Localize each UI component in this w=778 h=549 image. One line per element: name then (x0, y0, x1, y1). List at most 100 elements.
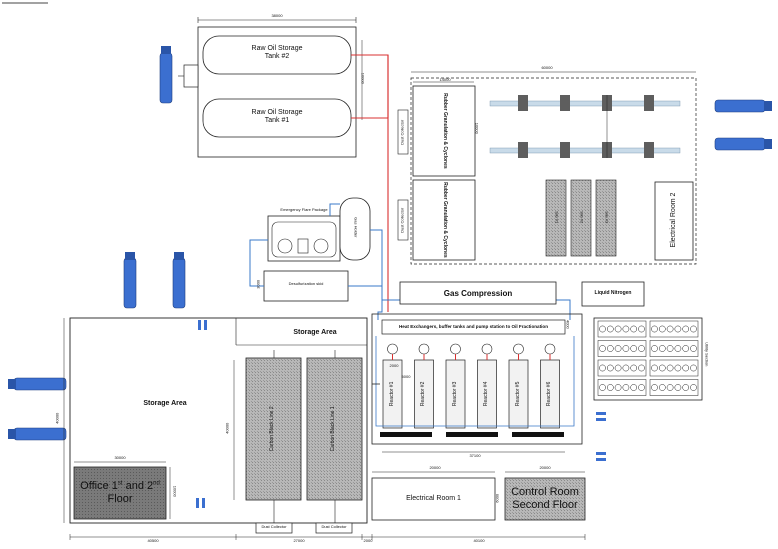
carbon-black-2-label: Carbon Black Line 2 (269, 406, 276, 452)
utility-tank-icon (651, 364, 658, 372)
reactor-label: Reactor #6 (546, 381, 553, 407)
office-line2: Floor (107, 492, 133, 505)
electrical-room-2-label: Electrical Room 2 (669, 192, 677, 248)
utility-tank-icon (690, 384, 697, 391)
dim-carbon-side: 40000 (224, 422, 230, 434)
bottom-dimension (69, 534, 586, 540)
utility-tank-icon (606, 345, 614, 352)
utility-tank-icon (599, 364, 606, 372)
rubber-granulation-1-label: Rubber Granulation & Cyclones (441, 93, 448, 169)
reactor-burner-icon (450, 343, 461, 355)
utility-block (649, 359, 699, 377)
dim-proc-top: 60000 (541, 65, 553, 70)
dim-top: 38000 (271, 13, 283, 18)
utility-block (597, 359, 647, 377)
silos (545, 179, 617, 257)
desulfurization-skid[interactable] (263, 270, 349, 302)
dim-desulf-side: 3000 (255, 279, 261, 289)
reactor-burner-icon (544, 343, 556, 355)
reactor-label: Reactor #1 (388, 381, 395, 407)
reactor-label: Reactor #5 (514, 381, 521, 407)
utility-tank-icon (666, 364, 674, 372)
carbon-black-line-2[interactable] (245, 357, 302, 501)
gas-holder[interactable] (339, 197, 371, 261)
utility-tank-icon (622, 345, 630, 352)
heat-exchangers[interactable] (381, 319, 566, 335)
storage-area-top-label: Storage Area (293, 329, 337, 336)
electrical-room-2[interactable] (654, 181, 694, 261)
tanker-truck-icon (159, 46, 173, 104)
reactor-label: Reactor #3 (451, 381, 458, 407)
utility-tank-icon (638, 325, 645, 333)
utility-tank-icon (614, 345, 622, 352)
storage-building (69, 317, 368, 524)
utility-tank-icon (622, 384, 630, 391)
truck-left-top-2 (172, 252, 186, 309)
liquid-nitrogen[interactable] (581, 281, 645, 307)
reactor-bases (380, 432, 564, 437)
utility-block (649, 340, 699, 357)
dust-collector-mid (397, 199, 409, 241)
dust-collector-bottom-1-label: Dust Collector (261, 524, 287, 529)
dim-bottom-left: 40500 (147, 538, 159, 543)
reactor-hall (371, 313, 583, 445)
tank-2-label: Raw Oil Storage Tank #2 (230, 45, 324, 61)
electrical-room-1[interactable] (371, 477, 496, 521)
utility-block (649, 379, 699, 396)
utility-tank-icon (658, 384, 666, 391)
reactor-label: Reactor #2 (420, 381, 427, 407)
dim-reactor-bottom: 37100 (469, 453, 481, 458)
dim-reactor-pitch: 2000 (389, 363, 399, 368)
silo-1-label: Silo #1 (554, 211, 560, 224)
utility-tank-icon (674, 364, 682, 372)
control-room[interactable] (504, 477, 586, 521)
dust-collector-top-label: Dust Collector (399, 119, 405, 145)
utility-tank-icon (630, 325, 638, 333)
office-mid: and 2 (122, 480, 154, 492)
dim-proc-inner: 14000 (439, 77, 451, 82)
gas-compression[interactable] (399, 281, 557, 305)
desulf-label: Desulfurization skid (288, 281, 324, 286)
dim-reactor-gap: 5000 (401, 374, 411, 379)
rubber-granulation-2-label: Rubber Granulation & Cyclones (441, 182, 448, 258)
dim-storage-side: 40000 (54, 412, 60, 424)
carbon-black-line-1[interactable] (306, 357, 363, 501)
utility-tank-icon (614, 384, 622, 391)
silo-3-label: Silo #3 (604, 211, 610, 224)
utility-tank-icon (606, 364, 614, 372)
hx-label: Heat Exchangers, buffer tanks and pump s… (398, 324, 549, 329)
dim-office-side: 10000 (172, 485, 178, 497)
rubber-granulation-1[interactable] (412, 85, 476, 177)
rubber-granulation-2[interactable] (412, 179, 476, 261)
reactor-burner-icon (387, 343, 398, 355)
utility-tank-icon (690, 325, 697, 333)
control-line1: Control Room (511, 486, 579, 498)
gas-holder-label: Gas Holder (353, 217, 359, 238)
utility-tank-icon (658, 364, 666, 372)
dim-tank-side: 10000 (360, 72, 366, 84)
tank-1-label: Raw Oil Storage Tank #1 (230, 109, 324, 125)
reactor-label: Reactor #4 (483, 381, 490, 407)
truck-left-side-2 (8, 427, 67, 441)
dust-collector-top (397, 109, 409, 155)
utility-tank-icon (651, 345, 658, 352)
utility-tank-icon (638, 345, 645, 352)
tank-2-line1: Raw Oil Storage (251, 45, 303, 52)
gas-compression-label: Gas Compression (443, 289, 513, 298)
utility-block (597, 340, 647, 357)
dust-collector-bottom-2[interactable] (315, 522, 353, 534)
office-line1: Office 1 (80, 480, 118, 492)
office-block[interactable] (73, 466, 167, 520)
dim-proc-side: 10000 (474, 122, 480, 134)
utility-tank-icon (651, 325, 658, 333)
utility-block (597, 320, 647, 338)
utility-tank-icon (614, 364, 622, 372)
dim-hx-side: 4000 (565, 319, 571, 329)
office-sup1: st (117, 480, 123, 487)
dim-elec1-top: 20000 (429, 465, 441, 470)
dim-bottom-gap: 2000 (363, 538, 373, 543)
reactor-gas-loop (375, 336, 575, 427)
conveyor-row-1 (489, 95, 681, 111)
truck-right-1 (714, 99, 772, 113)
